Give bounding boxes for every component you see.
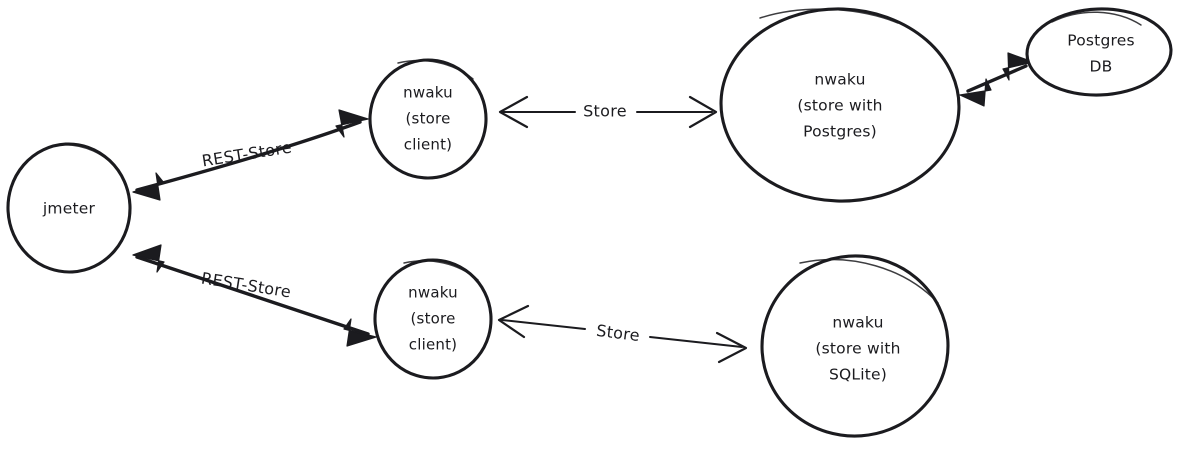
node-nwaku-store-client-top[interactable]: nwaku (store client): [366, 56, 490, 182]
node-label-line-2: (store with: [815, 340, 900, 358]
node-nwaku-store-postgres-sketch-overstroke: [759, 8, 899, 24]
node-postgres-db-sketch-overstroke: [1051, 11, 1142, 26]
edge-store-bottom-line-left: [501, 319, 586, 330]
edge-postgres-db-link[interactable]: [959, 52, 1034, 107]
edge-store-top[interactable]: Store: [498, 95, 718, 129]
arrow-head-right: [343, 318, 377, 347]
arrow-head-left: [959, 78, 992, 107]
arrow-head-left: [497, 304, 530, 339]
node-nwaku-store-client-bottom[interactable]: nwaku (store client): [370, 255, 496, 383]
node-nwaku-store-sqlite-shape: [760, 254, 950, 438]
node-postgres-db[interactable]: Postgres DB: [1025, 7, 1173, 98]
node-label-line-3: client): [404, 136, 452, 154]
edge-rest-store-bottom[interactable]: REST-Store: [132, 244, 377, 347]
arrow-head-left: [132, 244, 165, 273]
edge-label-store-top: Store: [583, 102, 627, 121]
node-label-line-3: Postgres): [803, 123, 877, 141]
edge-label-store-bottom: Store: [595, 321, 641, 345]
node-label-line-1: nwaku: [832, 314, 883, 332]
node-nwaku-store-client-top-shape: [368, 58, 488, 180]
edge-label-rest-store-bottom: REST-Store: [200, 269, 293, 302]
node-nwaku-store-client-top-sketch-overstroke: [397, 59, 474, 80]
edge-store-bottom-line-right: [649, 336, 743, 348]
node-label-line-2: (store with: [797, 97, 882, 115]
arrow-head-left: [498, 95, 529, 129]
node-label-line-1: Postgres: [1067, 32, 1135, 50]
node-label-line-1: nwaku: [408, 284, 458, 302]
arrow-head-right: [715, 331, 748, 364]
arrow-head-right: [1002, 52, 1034, 81]
node-nwaku-store-sqlite-sketch-overstroke: [799, 258, 939, 304]
node-nwaku-store-postgres[interactable]: nwaku (store with Postgres): [718, 5, 963, 205]
node-label-line-3: client): [409, 336, 457, 354]
arrow-head-right: [688, 95, 718, 129]
arrow-head-right: [335, 109, 369, 138]
node-nwaku-store-client-bottom-sketch-overstroke: [403, 260, 479, 281]
arrow-head-left: [132, 172, 165, 201]
edge-store-bottom[interactable]: Store: [497, 304, 748, 364]
node-nwaku-store-postgres-shape: [719, 7, 961, 203]
edge-postgres-db-line: [966, 64, 1028, 93]
node-jmeter-sketch-overstroke: [57, 144, 120, 173]
node-nwaku-store-sqlite[interactable]: nwaku (store with SQLite): [756, 250, 954, 443]
edge-label-rest-store-top: REST-Store: [201, 138, 294, 171]
node-label-line-2: (store: [406, 110, 451, 128]
node-postgres-db-shape: [1025, 7, 1173, 97]
node-label-line-2: DB: [1090, 58, 1113, 76]
node-jmeter[interactable]: jmeter: [5, 141, 134, 275]
node-jmeter-label: jmeter: [42, 200, 96, 218]
node-label-line-1: nwaku: [403, 84, 453, 102]
edge-rest-store-top[interactable]: REST-Store: [132, 109, 369, 201]
node-label-line-2: (store: [411, 310, 456, 328]
node-label-line-3: SQLite): [829, 366, 887, 384]
edge-rest-store-bottom-line: [135, 255, 370, 336]
node-label-line-1: nwaku: [814, 71, 865, 89]
